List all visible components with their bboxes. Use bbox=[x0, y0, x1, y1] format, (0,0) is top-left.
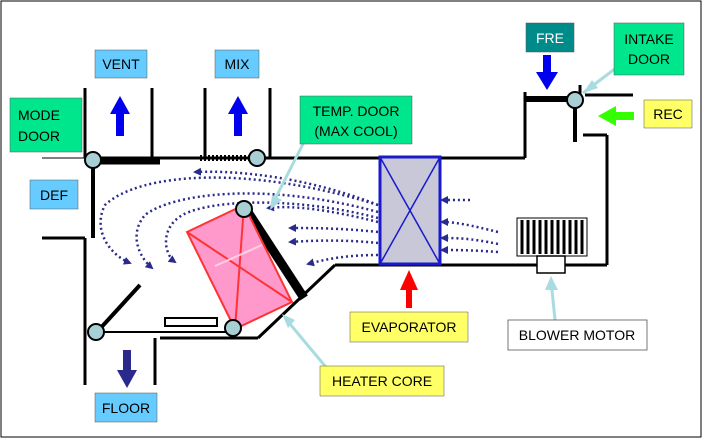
blower-motor bbox=[516, 217, 588, 274]
label-mode-door: MODE DOOR bbox=[9, 97, 83, 153]
label-mode-door-line2: DOOR bbox=[18, 128, 60, 144]
floor-arrow bbox=[117, 350, 137, 388]
label-temp-door-line2: (MAX COOL) bbox=[314, 123, 397, 139]
label-intake-door-line1: INTAKE bbox=[624, 31, 674, 47]
label-mix-text: MIX bbox=[225, 56, 251, 72]
label-temp-door: TEMP. DOOR (MAX COOL) bbox=[299, 95, 413, 145]
label-def-text: DEF bbox=[40, 187, 68, 203]
label-evaporator: EVAPORATOR bbox=[349, 311, 469, 343]
label-def: DEF bbox=[29, 179, 79, 210]
heater-core bbox=[185, 203, 294, 331]
label-floor-text: FLOOR bbox=[102, 400, 150, 416]
label-intake-door: INTAKE DOOR bbox=[613, 22, 685, 76]
floor-door bbox=[95, 283, 142, 334]
label-temp-door-line1: TEMP. DOOR bbox=[313, 103, 400, 119]
mode-door bbox=[91, 159, 160, 238]
fre-arrow bbox=[536, 55, 558, 90]
label-fre: FRE bbox=[525, 22, 575, 53]
label-floor: FLOOR bbox=[94, 392, 158, 423]
evaporator bbox=[378, 155, 442, 266]
label-blower-motor: BLOWER MOTOR bbox=[507, 319, 648, 351]
label-rec: REC bbox=[643, 99, 693, 129]
label-heater-core: HEATER CORE bbox=[319, 365, 445, 397]
label-intake-door-line2: DOOR bbox=[628, 51, 670, 67]
pointer-heads bbox=[270, 80, 598, 328]
label-vent-text: VENT bbox=[102, 56, 140, 72]
floor-door-lower bbox=[100, 317, 232, 333]
airflow-lines bbox=[99, 167, 499, 270]
label-blower-motor-text: BLOWER MOTOR bbox=[519, 327, 635, 343]
label-mix: MIX bbox=[214, 49, 260, 79]
label-mode-door-line1: MODE bbox=[18, 107, 60, 123]
vent-arrow bbox=[110, 96, 130, 136]
label-evaporator-text: EVAPORATOR bbox=[362, 319, 457, 335]
pivots bbox=[84, 91, 584, 341]
label-fre-text: FRE bbox=[536, 30, 564, 46]
mix-arrow bbox=[228, 96, 248, 136]
evaporator-arrow bbox=[400, 270, 418, 308]
label-vent: VENT bbox=[94, 49, 148, 79]
label-heater-core-text: HEATER CORE bbox=[332, 373, 432, 389]
temp-door bbox=[242, 206, 308, 301]
rec-arrow bbox=[598, 106, 634, 126]
label-rec-text: REC bbox=[653, 106, 683, 122]
